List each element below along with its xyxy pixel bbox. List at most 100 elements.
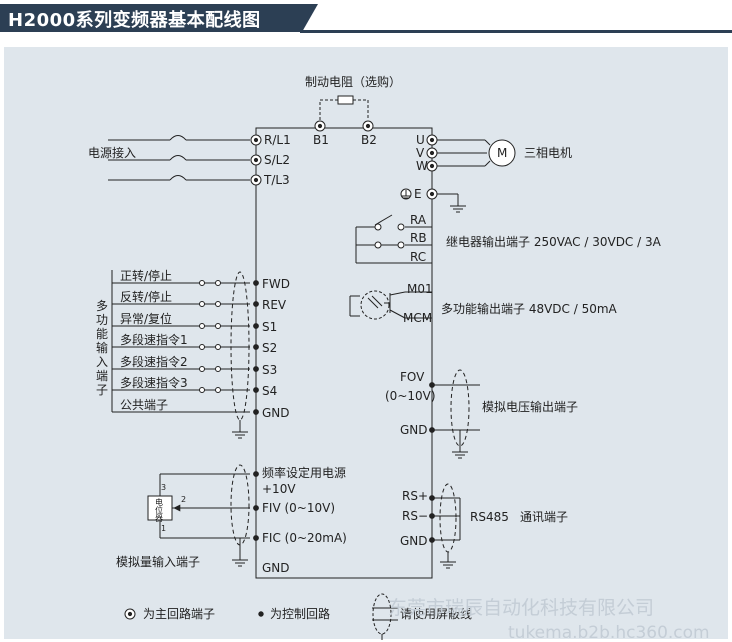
shield-comm (439, 483, 457, 553)
input-label-2: 异常/复位 (120, 311, 172, 326)
pot-char-0: 电 (155, 497, 163, 507)
input-label-5: 多段速指令3 (120, 375, 188, 390)
terminal-m01: M01 (407, 282, 433, 296)
legend-shield-icon (372, 593, 398, 640)
terminal-gnd-analog-in: GND (262, 561, 290, 575)
terminal-gnd-comm: GND (400, 534, 428, 548)
terminal-e: E (414, 187, 422, 201)
terminal-u-circle (426, 134, 438, 146)
inputs-vertical-char: 端 (96, 369, 108, 383)
inputs-vertical-char: 能 (96, 327, 108, 341)
analog-src-label: 频率设定用电源 (262, 465, 346, 480)
terminal-r: R/L1 (264, 133, 291, 147)
analog-in-dots (253, 471, 259, 541)
earth-terminal (400, 188, 459, 206)
analog-out-dots (429, 382, 435, 433)
terminal-w: W (416, 159, 428, 173)
pot-pin-3: 3 (161, 483, 166, 492)
terminal-ra: RA (410, 213, 427, 227)
terminal-u: U (416, 133, 425, 147)
input-label-6: 公共端子 (120, 398, 168, 412)
watermark-company: 东莞市瑞辰自动化科技有限公司 (388, 597, 654, 619)
terminal-b1: B1 (313, 133, 329, 147)
mo-label: 多功能输出端子 48VDC / 50mA (441, 301, 618, 316)
analog-in-label: 模拟量输入端子 (116, 554, 200, 569)
diagram-panel (4, 47, 728, 639)
inputs-vertical-char: 功 (96, 313, 108, 327)
input-label-4: 多段速指令2 (120, 354, 188, 369)
legend-ctrl-text: 为控制回路 (270, 606, 330, 621)
watermark-url: tukema.b2b.hc360.com (508, 623, 710, 642)
terminal-rev: REV (262, 298, 287, 312)
terminal-rs-plus: RS+ (402, 489, 428, 503)
shield-input (230, 271, 250, 421)
comm-label: 通讯端子 (520, 510, 568, 524)
terminal-b2: B2 (361, 133, 377, 147)
terminal-b2-circle (362, 120, 374, 132)
terminal-w-circle (426, 160, 438, 172)
shield-analog-out (450, 369, 470, 447)
terminal-v: V (416, 146, 425, 160)
terminal-s3: S3 (262, 363, 277, 377)
input-switches (199, 280, 221, 393)
ground-icon-analog-out (452, 451, 468, 459)
mo-output (349, 290, 432, 320)
power-lines (108, 135, 250, 181)
terminal-s1: S1 (262, 320, 277, 334)
comm-protocol: RS485 (470, 510, 509, 524)
terminal-v-circle (426, 147, 438, 159)
terminal-rc: RC (410, 250, 426, 264)
legend-main-icon (124, 608, 136, 620)
inputs-vertical-char: 入 (96, 355, 108, 369)
title-rule (300, 30, 732, 33)
legend-main-text: 为主回路端子 (143, 606, 215, 621)
input-terminal-dots (253, 280, 259, 415)
relay-label: 继电器输出端子 250VAC / 30VDC / 3A (446, 234, 662, 249)
motor-label: 三相电机 (524, 146, 572, 160)
shield-analog-in (230, 464, 250, 546)
page-title: H2000系列变频器基本配线图 (8, 10, 261, 31)
analog-out-lines (432, 384, 480, 452)
terminal-fwd: FWD (262, 277, 290, 291)
terminal-fov: FOV (400, 370, 425, 384)
terminal-fiv: FIV (0~10V) (262, 501, 335, 515)
input-label-3: 多段速指令1 (120, 332, 188, 347)
analog-out-label: 模拟电压输出端子 (482, 399, 578, 414)
terminal-t-circle (250, 174, 262, 186)
pot-char-2: 器 (155, 514, 163, 523)
terminal-s4: S4 (262, 384, 277, 398)
inverter-body (255, 127, 433, 579)
terminal-gnd-input: GND (262, 406, 290, 420)
motor-icon (488, 139, 516, 167)
analog-src-voltage: +10V (262, 482, 296, 496)
ground-icon-e (450, 205, 466, 213)
power-label: 电源接入 (88, 145, 136, 160)
fov-range: (0~10V) (385, 389, 436, 403)
terminal-t: T/L3 (263, 173, 290, 187)
terminal-mcm: MCM (403, 311, 432, 325)
brake-label: 制动电阻（选购） (305, 74, 401, 89)
legend-shield-text: 请使用屏蔽线 (400, 606, 472, 621)
relay-contacts (355, 214, 432, 264)
pot-pin-1: 1 (161, 524, 166, 533)
legend-ctrl-icon (258, 611, 264, 617)
comm-lines (432, 497, 461, 541)
pot-char-1: 位 (155, 505, 163, 515)
ground-icon-analog-in (232, 559, 248, 567)
ground-icon-input (232, 420, 248, 439)
input-label-1: 反转/停止 (120, 289, 172, 304)
potentiometer (147, 495, 173, 521)
brake-resistor (319, 95, 369, 120)
terminal-b1-circle (314, 120, 326, 132)
title-band (0, 4, 318, 32)
motor-symbol: M (497, 146, 507, 160)
terminal-s2: S2 (262, 341, 277, 355)
input-lines (111, 270, 250, 413)
pot-pin-2: 2 (181, 495, 186, 504)
terminal-fic: FIC (0~20mA) (262, 531, 347, 545)
inputs-vertical-char: 子 (96, 383, 108, 397)
terminal-rs-minus: RS− (402, 509, 428, 523)
motor-lines (437, 139, 491, 167)
